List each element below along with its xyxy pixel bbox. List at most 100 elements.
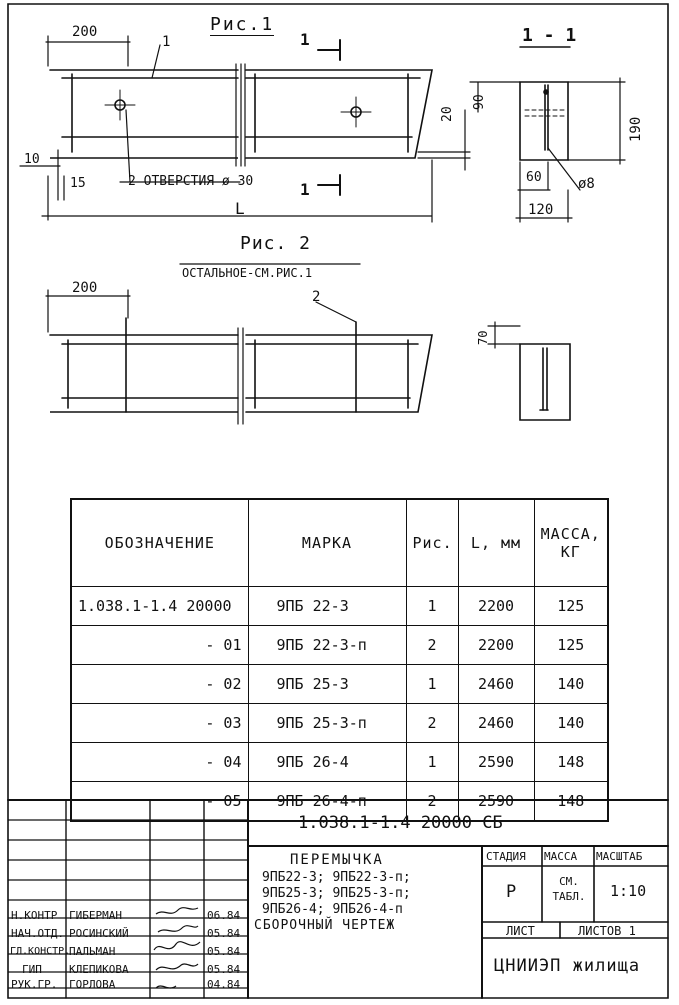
cell-designation: - 01 <box>70 625 249 665</box>
signature-name: РОСИНСКИЙ <box>69 927 129 940</box>
cell-fig: 2 <box>405 625 459 665</box>
fig2-dim-70: 70 <box>476 330 490 345</box>
fig1-dim-200: 200 <box>72 24 98 40</box>
sheet-frame <box>7 3 669 999</box>
cell-length: 2200 <box>457 625 535 665</box>
cell-mass: 148 <box>533 742 609 782</box>
scale-label: МАСШТАБ <box>596 850 643 863</box>
product-marks-2: 9ПБ25-3; 9ПБ25-3-п; <box>262 886 411 901</box>
specification-table: ОБОЗНАЧЕНИЕ МАРКА Рис. L, мм МАССА, КГ 1… <box>70 498 609 822</box>
cell-mass: 140 <box>533 703 609 743</box>
scale-value: 1:10 <box>610 882 647 900</box>
cell-mass: 148 <box>533 781 609 822</box>
section-mark-top: 1 <box>300 30 310 49</box>
organization: ЦНИИЭП жилища <box>494 956 641 976</box>
fig2-beam <box>45 289 433 425</box>
cell-designation: - 02 <box>70 664 249 704</box>
table-row: - 02 9ПБ 25-3 1 2460 140 <box>70 664 609 704</box>
fig1-dim-10: 10 <box>24 152 40 167</box>
fig1-dim-15: 15 <box>70 176 86 191</box>
section-dim-60: 60 <box>526 170 542 185</box>
header-fig: Рис. <box>405 498 459 587</box>
fig1-beam <box>19 35 471 223</box>
stage-value: Р <box>506 882 517 902</box>
cell-fig: 1 <box>405 664 459 704</box>
mass-label: МАССА <box>544 850 578 863</box>
signature-name: КЛЕПИКОВА <box>69 963 129 976</box>
signature-role: НАЧ.ОТД. <box>11 927 64 940</box>
signature-role: ГИП <box>22 963 42 976</box>
product-name: ПЕРЕМЫЧКА <box>290 852 384 868</box>
fig2-section <box>487 321 571 421</box>
table-row: - 03 9ПБ 25-3-п 2 2460 140 <box>70 703 609 743</box>
signature-date: 05.84 <box>207 963 241 976</box>
document-code: 1.038.1-1.4 20000 СБ <box>298 813 503 833</box>
handwritten-signatures <box>153 907 201 989</box>
section-dim-dia8: ø8 <box>578 176 595 192</box>
signature-name: ГОРЛОВА <box>69 978 116 991</box>
cell-length: 2590 <box>457 781 535 822</box>
cell-mass: 125 <box>533 586 609 626</box>
cell-length: 2460 <box>457 664 535 704</box>
cell-designation: - 03 <box>70 703 249 743</box>
signature-name: ПАЛЬМАН <box>69 945 116 958</box>
fig1-dim-L: L <box>235 199 245 218</box>
header-designation: ОБОЗНАЧЕНИЕ <box>70 498 249 587</box>
table-header-row: ОБОЗНАЧЕНИЕ МАРКА Рис. L, мм МАССА, КГ <box>70 498 609 587</box>
table-row: - 04 9ПБ 26-4 1 2590 148 <box>70 742 609 782</box>
header-length: L, мм <box>457 498 535 587</box>
fig1-title: Рис.1 <box>210 14 275 36</box>
cell-designation: - 05 <box>70 781 249 822</box>
cell-fig: 2 <box>405 703 459 743</box>
signature-date: 04.84 <box>207 978 241 991</box>
section-dim-90: 90 <box>472 94 487 110</box>
mass-value: СМ. ТАБЛ. <box>552 875 586 903</box>
header-mass: МАССА, КГ <box>533 498 609 587</box>
cell-mark: 9ПБ 25-3 <box>247 664 407 704</box>
table-row: - 05 9ПБ 26-4-п 2 2590 148 <box>70 781 609 822</box>
cell-designation: - 04 <box>70 742 249 782</box>
signature-role: ГЛ.КОНСТР. <box>10 946 71 957</box>
section-1-1 <box>469 46 626 223</box>
sheet-label: ЛИСТ <box>506 924 535 938</box>
sheets-label: ЛИСТОВ 1 <box>578 924 636 938</box>
stage-label: СТАДИЯ <box>486 850 526 863</box>
signature-date: 06.84 <box>207 909 241 922</box>
table-row: 1.038.1-1.4 20000 9ПБ 22-3 1 2200 125 <box>70 586 609 626</box>
fig1-leader-1: 1 <box>162 34 171 50</box>
cell-fig: 1 <box>405 742 459 782</box>
cell-fig: 1 <box>405 586 459 626</box>
product-marks-1: 9ПБ22-3; 9ПБ22-3-п; <box>262 870 411 885</box>
cell-designation: 1.038.1-1.4 20000 <box>70 586 249 626</box>
section-dim-120: 120 <box>528 202 554 218</box>
cell-length: 2200 <box>457 586 535 626</box>
fig2-dim-200: 200 <box>72 280 98 296</box>
fig2-title: Рис. 2 <box>240 233 312 254</box>
signature-role: РУК.ГР. <box>11 978 58 991</box>
cell-length: 2590 <box>457 742 535 782</box>
cell-mark: 9ПБ 22-3 <box>247 586 407 626</box>
section-dim-190: 190 <box>628 116 644 142</box>
cell-mass: 140 <box>533 664 609 704</box>
cell-mark: 9ПБ 26-4 <box>247 742 407 782</box>
cell-mass: 125 <box>533 625 609 665</box>
signature-name: ГИБЕРМАН <box>69 909 122 922</box>
header-mark: МАРКА <box>247 498 407 587</box>
section-mark-bottom: 1 <box>300 180 310 199</box>
signature-date: 05.84 <box>207 927 241 940</box>
cell-mark: 9ПБ 25-3-п <box>247 703 407 743</box>
cell-length: 2460 <box>457 703 535 743</box>
fig2-leader-2: 2 <box>312 289 321 305</box>
signature-role: Н.КОНТР <box>11 909 58 922</box>
fig1-dim-20: 20 <box>440 106 455 122</box>
holes-note: 2 ОТВЕРСТИЯ ø 30 <box>128 174 254 189</box>
product-marks-3: 9ПБ26-4; 9ПБ26-4-п <box>262 902 403 917</box>
signature-date: 05.84 <box>207 945 241 958</box>
fig2-subtitle: ОСТАЛЬНОЕ-СМ.РИС.1 <box>182 266 313 280</box>
section-title: 1 - 1 <box>522 25 577 46</box>
drawing-type: СБОРОЧНЫЙ ЧЕРТЕЖ <box>254 918 396 933</box>
table-row: - 01 9ПБ 22-3-п 2 2200 125 <box>70 625 609 665</box>
cell-fig: 2 <box>405 781 459 822</box>
cell-mark: 9ПБ 26-4-п <box>247 781 407 822</box>
cell-mark: 9ПБ 22-3-п <box>247 625 407 665</box>
